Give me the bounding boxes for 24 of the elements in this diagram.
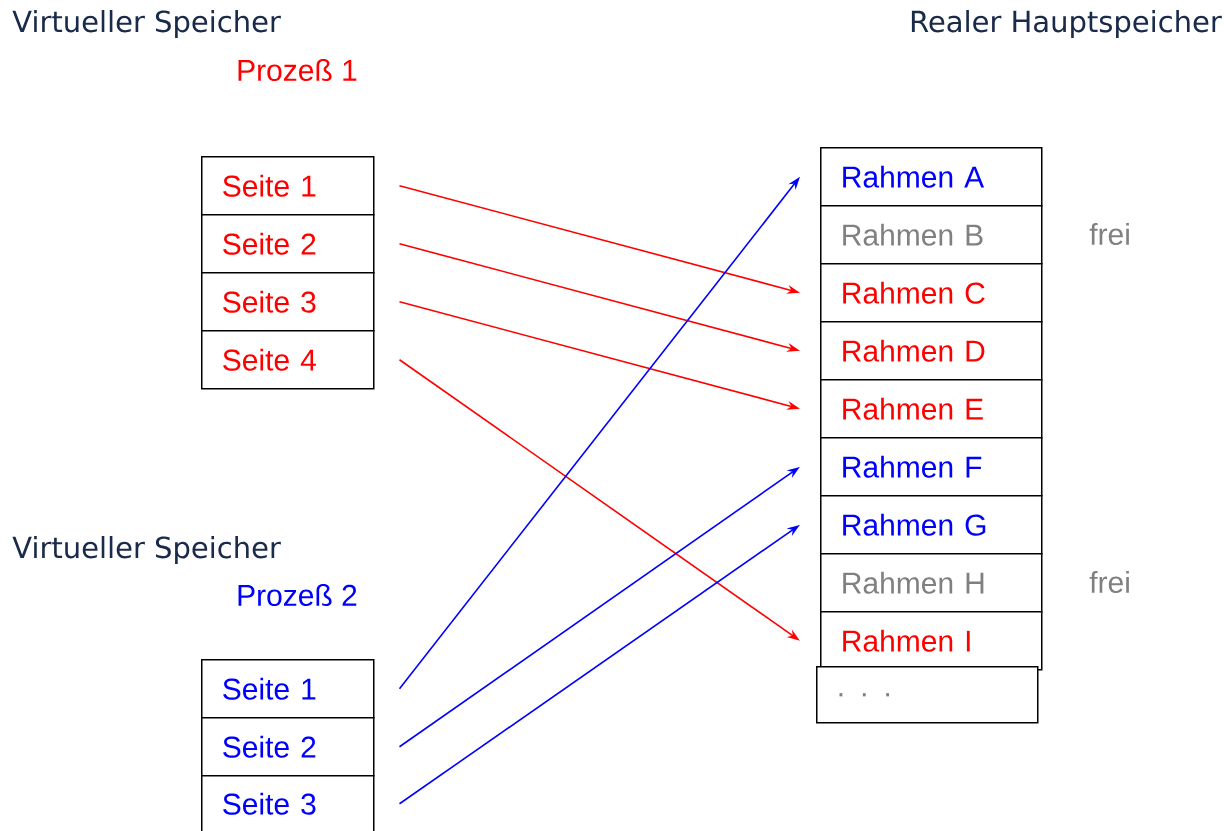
- frame-cell: Rahmen H: [820, 553, 1043, 613]
- heading: Realer Hauptspeicher: [911, 9, 1222, 39]
- page-cell: Seite 3: [201, 272, 375, 332]
- page-cell: Seite 1: [201, 659, 375, 719]
- process-label: Prozeß 2: [238, 584, 357, 607]
- process-label: Prozeß 1: [238, 59, 357, 82]
- frame-cell: Rahmen D: [820, 321, 1043, 381]
- status-label: frei: [1089, 223, 1129, 246]
- frame-cell: Rahmen F: [820, 437, 1043, 497]
- status-label: frei: [1089, 571, 1129, 594]
- page-cell: Seite 2: [201, 717, 375, 777]
- page-cell: Seite 4: [201, 330, 375, 390]
- frame-cell: Rahmen A: [820, 147, 1043, 207]
- heading: Virtueller Speicher: [12, 9, 281, 39]
- frame-cell: Rahmen B: [820, 205, 1043, 265]
- page-cell: Seite 2: [201, 214, 375, 274]
- frame-cell: Rahmen I: [820, 611, 1043, 671]
- page-cell: Seite 3: [201, 775, 375, 831]
- frame-cell: Rahmen E: [820, 379, 1043, 439]
- frame-cell: Rahmen G: [820, 495, 1043, 555]
- frame-cell: Rahmen C: [820, 263, 1043, 323]
- page-cell: Seite 1: [201, 156, 375, 216]
- frame-cell: . . .: [816, 666, 1039, 724]
- heading: Virtueller Speicher: [12, 535, 281, 565]
